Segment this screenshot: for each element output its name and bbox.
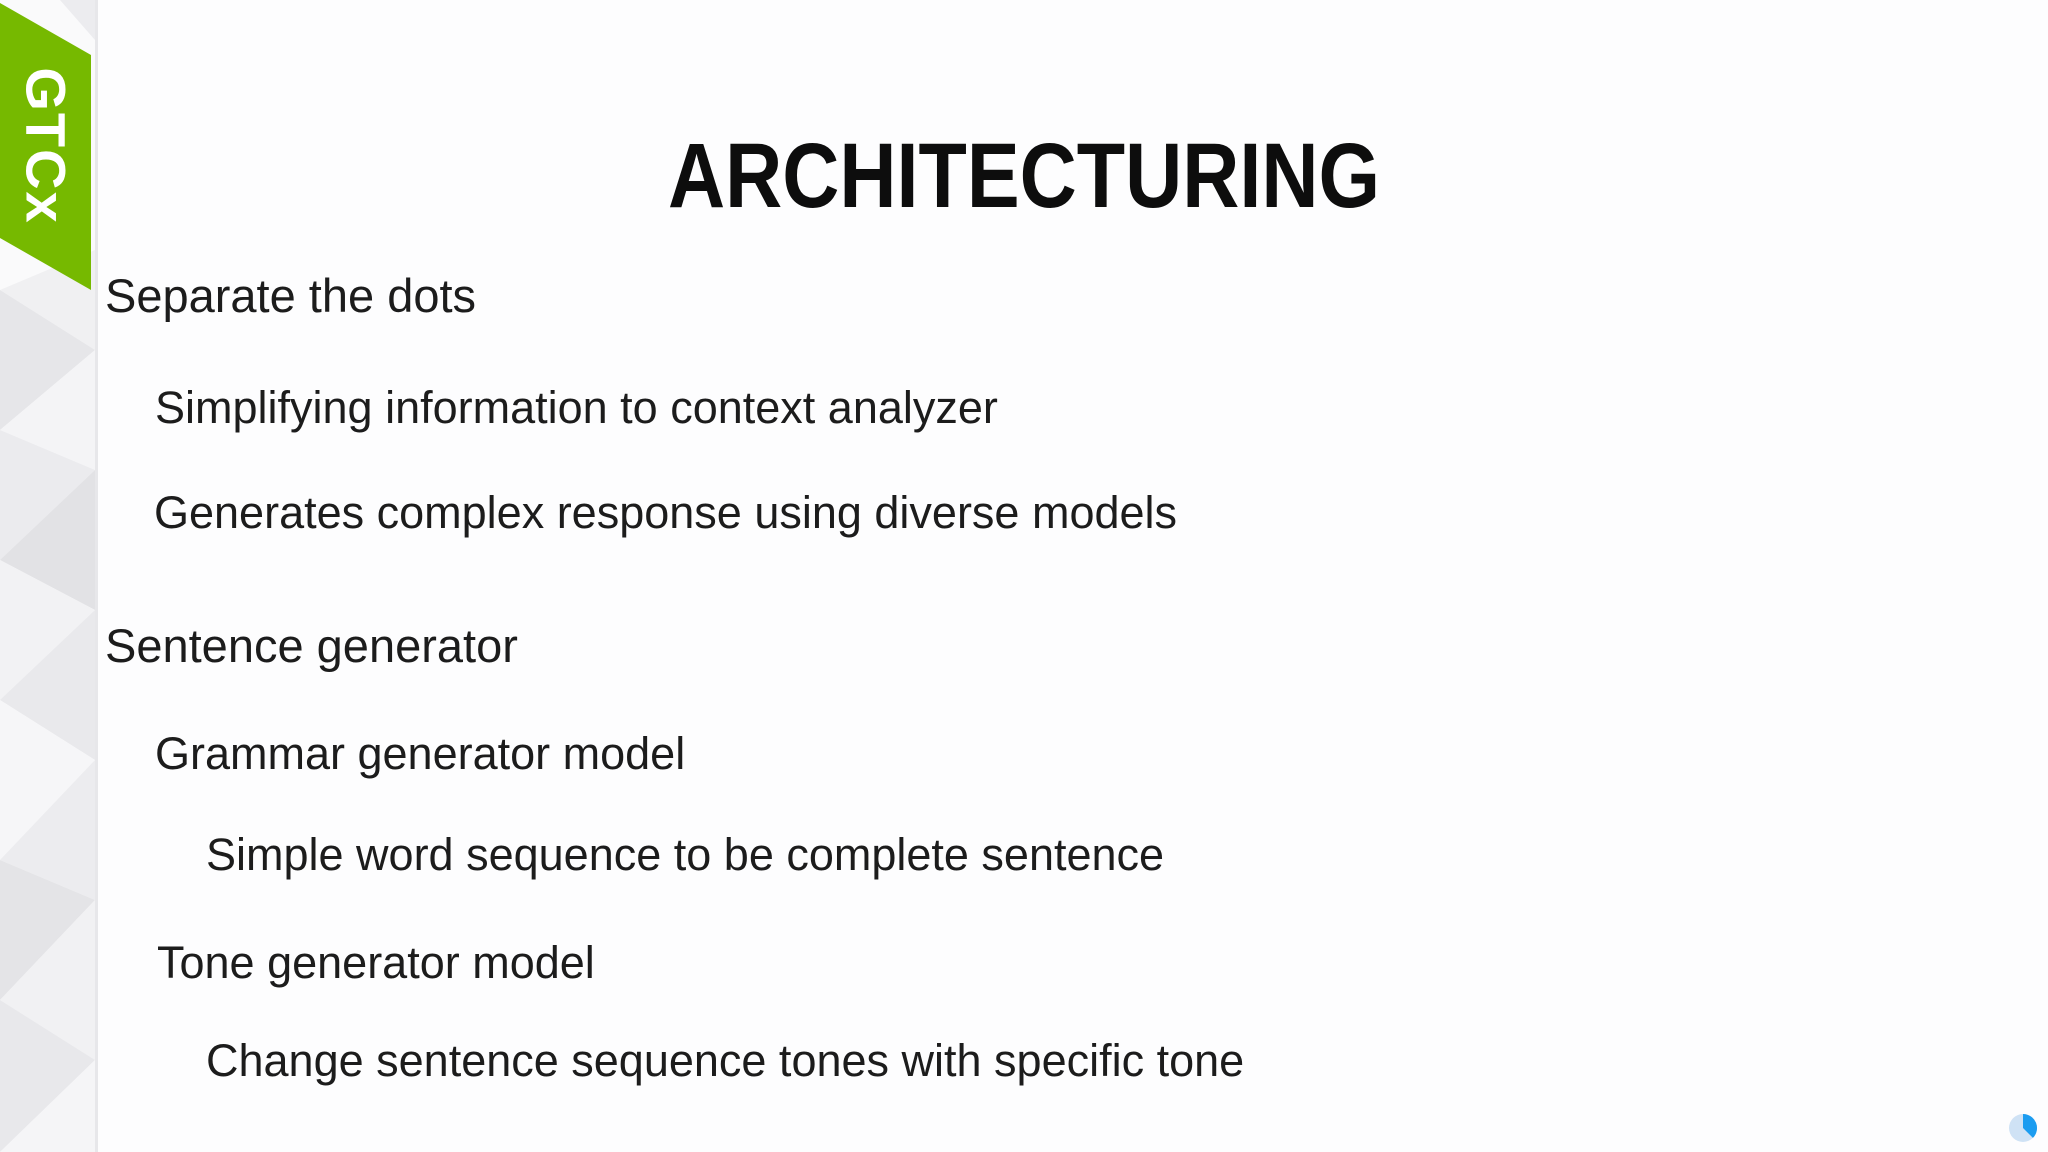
outline-item: Generates complex response using diverse… <box>154 487 1178 538</box>
outline-item: Tone generator model <box>157 937 595 988</box>
outline-item: Change sentence sequence tones with spec… <box>206 1035 1245 1086</box>
outline-item: Simple word sequence to be complete sent… <box>206 829 1165 880</box>
gtcx-badge: GTCx <box>0 3 91 290</box>
outline-item: Sentence generator <box>105 619 518 672</box>
outline-item: Grammar generator model <box>155 728 686 779</box>
sidebar-divider <box>95 0 98 1152</box>
outline-item: Simplifying information to context analy… <box>155 382 998 433</box>
gtcx-badge-label: GTCx <box>14 67 77 225</box>
pie-progress-icon[interactable] <box>2008 1113 2038 1143</box>
page-title: ARCHITECTURING <box>667 125 1381 227</box>
outline-item: Separate the dots <box>105 269 477 322</box>
